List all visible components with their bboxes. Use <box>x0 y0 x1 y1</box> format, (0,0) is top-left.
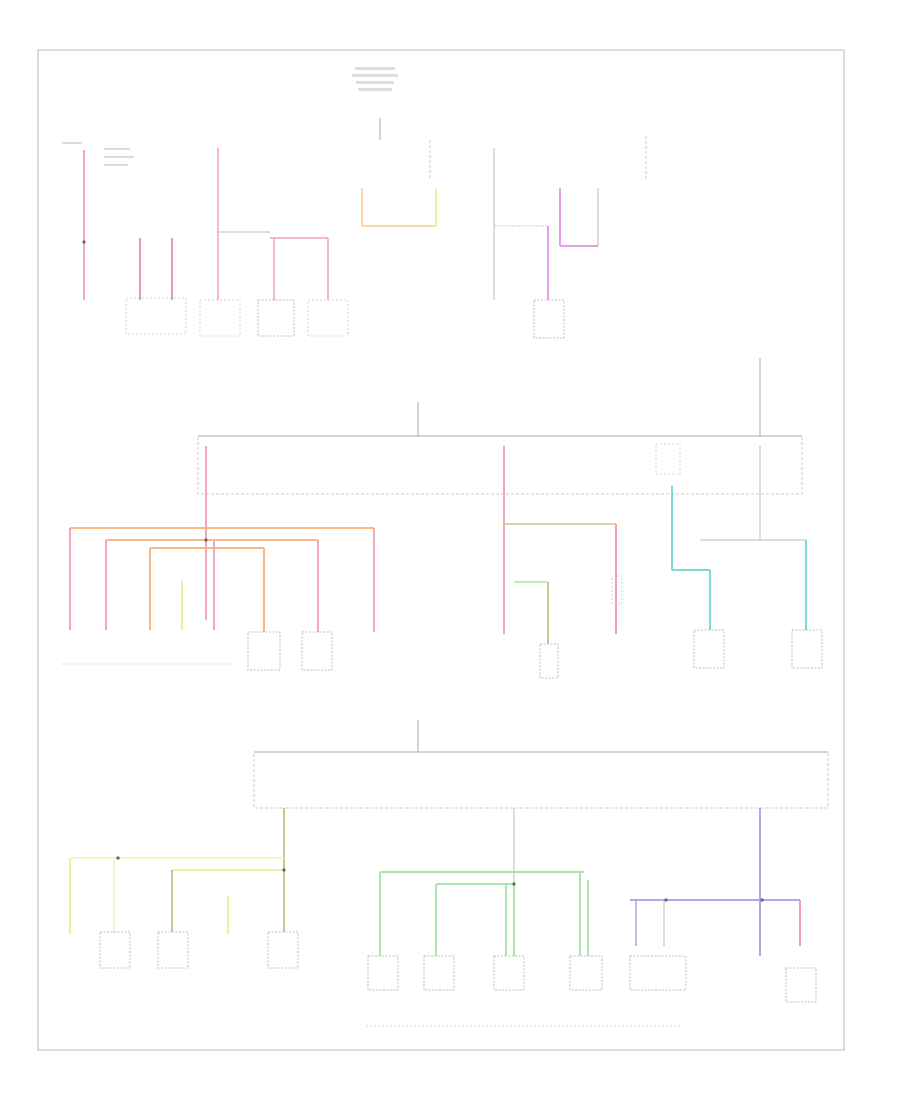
top-fuse-column-5 <box>493 136 647 339</box>
middle-section <box>62 358 823 679</box>
bottom-center-branch <box>367 808 603 991</box>
top-section <box>62 67 647 339</box>
middle-fuse-block <box>197 435 803 495</box>
middle-left-branch <box>62 446 375 671</box>
bottom-left-branch <box>69 808 299 969</box>
top-fuse-column-2 <box>125 238 187 335</box>
top-fuse-column-4 <box>361 140 437 227</box>
diagram-frame <box>37 49 845 1051</box>
bottom-section <box>69 720 829 1027</box>
middle-center-branch <box>503 446 623 679</box>
top-fuse-column-3 <box>199 148 349 337</box>
top-fuse-column-1 <box>62 142 134 300</box>
bottom-right-branch <box>629 808 817 1003</box>
bottom-fuse-block <box>253 751 829 809</box>
top-power-label <box>352 67 398 91</box>
middle-right-branch <box>655 443 823 669</box>
